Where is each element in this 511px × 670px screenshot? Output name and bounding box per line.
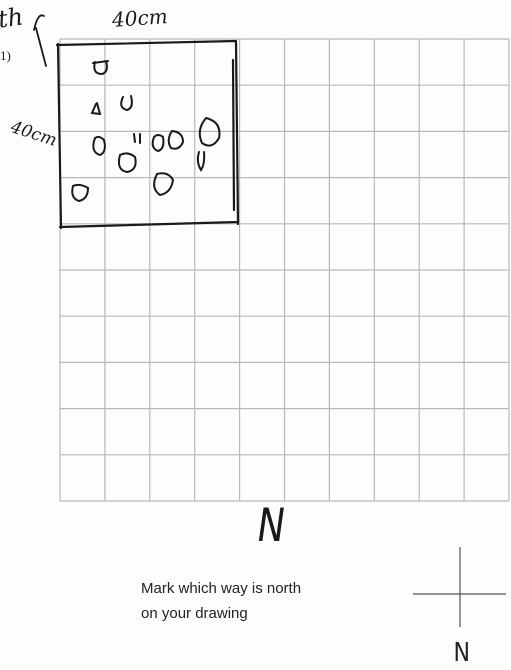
compass-cross	[413, 547, 506, 627]
compass-north-label: N	[453, 638, 470, 668]
organism-mark	[154, 173, 173, 195]
organism-mark	[169, 131, 183, 149]
corner-scribble: th	[0, 2, 25, 33]
organism-mark	[92, 103, 100, 114]
grid-lines	[60, 39, 509, 501]
instruction-line: on your drawing	[141, 601, 301, 626]
organism-mark	[153, 135, 164, 151]
organism-mark	[93, 61, 108, 74]
organism-mark	[121, 96, 132, 110]
edge-text: 1)	[0, 48, 11, 64]
organism-mark	[134, 134, 140, 143]
corner-stroke	[34, 15, 46, 66]
organism-mark	[198, 152, 204, 170]
quadrat-width-label: 40cm	[111, 4, 168, 32]
organism-mark	[72, 185, 88, 201]
instruction-line: Mark which way is north	[141, 576, 301, 601]
organism-mark	[93, 137, 105, 155]
organism-mark	[119, 153, 136, 172]
instruction-text: Mark which way is north on your drawing	[141, 576, 301, 626]
quadrat-outline	[57, 41, 238, 228]
